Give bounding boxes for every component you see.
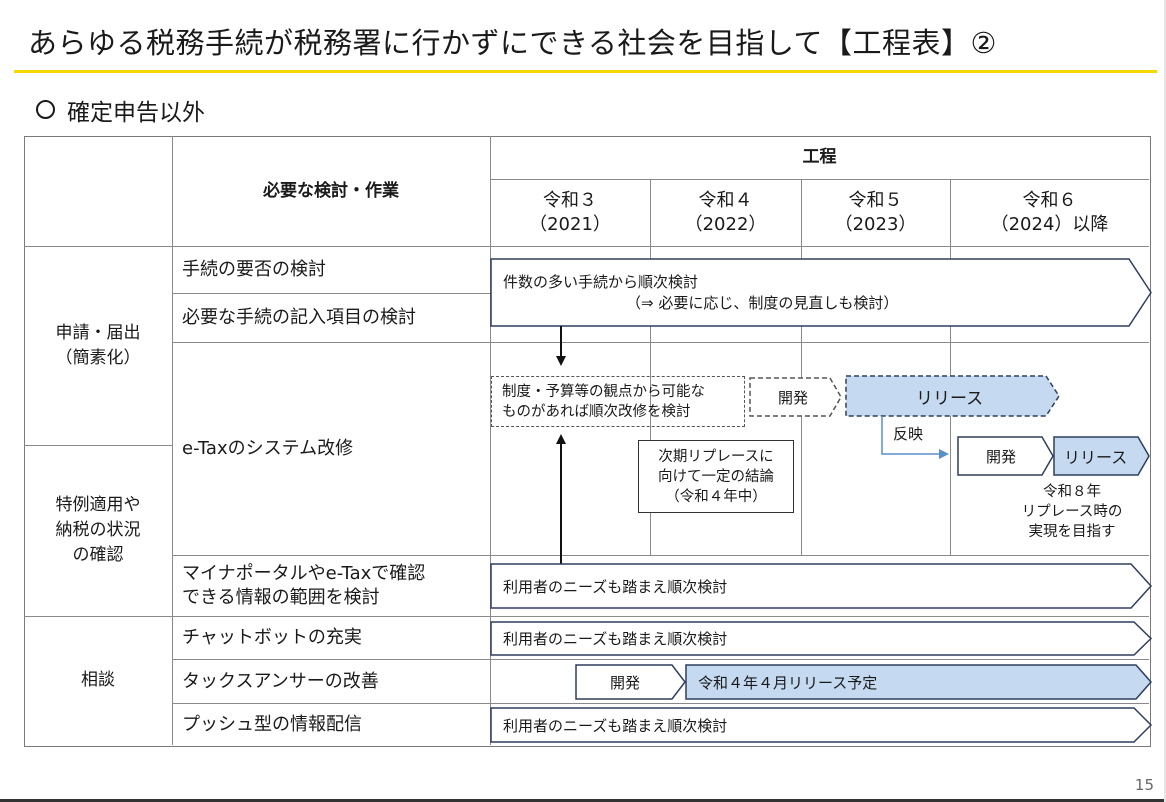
arrow-shape — [575, 664, 686, 700]
reflect-label: 反映 — [893, 425, 924, 443]
arrow-shape — [749, 377, 842, 417]
bar-text: 開発 — [986, 447, 1017, 466]
arrow-shape — [957, 436, 1054, 476]
arrow-shape — [490, 707, 1153, 743]
release-arrow: リリース — [845, 375, 1060, 417]
year-header: 令和４（2022） — [684, 189, 767, 235]
year-header: 令和６（2024）以降 — [990, 189, 1109, 235]
roadmap-table: 必要な検討・作業 工程 令和３（2021） 令和４（2022） 令和５（2023… — [24, 136, 1153, 747]
bar-text: 件数の多い手続から順次検討 — [503, 272, 699, 291]
reflect-arrow-icon — [881, 416, 949, 459]
task-cell: 手続の要否の検討 — [182, 259, 326, 280]
grid-line — [650, 179, 651, 556]
category-cell: 申請・届出（簡素化） — [55, 322, 141, 368]
grid-line — [172, 659, 1149, 660]
year-header: 令和３（2021） — [529, 189, 611, 235]
arrow-shape — [490, 258, 1152, 327]
arrow-shape — [845, 375, 1060, 417]
section-heading-text: 確定申告以外 — [67, 100, 205, 126]
grid-line — [490, 179, 1149, 180]
bar-text: 開発 — [610, 673, 641, 692]
bar-text: リリース — [916, 388, 984, 409]
release-arrow: 令和４年４月リリース予定 — [685, 664, 1153, 700]
replace-note: 令和８年リプレース時の実現を目指す — [1021, 484, 1123, 540]
right-border — [1164, 0, 1166, 802]
category-cell: 相談 — [81, 670, 115, 690]
task-cell: 必要な手続の記入項目の検討 — [182, 307, 416, 328]
task-cell: マイナポータルやe-Taxで確認できる情報の範囲を検討 — [182, 562, 426, 608]
grid-line — [172, 293, 490, 294]
arrow-shape — [685, 664, 1153, 700]
task-cell: e-Taxのシステム改修 — [182, 438, 354, 459]
grid-line — [490, 136, 491, 745]
section-heading: 確定申告以外 — [36, 93, 205, 127]
bottom-border — [0, 799, 1166, 802]
grid-line — [172, 703, 1149, 704]
category-cell: 特例適用や納税の状況の確認 — [55, 495, 141, 565]
up-arrow-icon — [556, 434, 566, 566]
dev-arrow: 開発 — [749, 377, 842, 417]
schedule-arrow-bar: 利用者のニーズも踏まえ順次検討 — [490, 707, 1153, 743]
arrow-shape — [490, 621, 1153, 656]
review-box: 制度・予算等の観点から可能なものがあれば順次改修を検討 — [491, 376, 745, 427]
grid-line — [801, 179, 802, 556]
page-number: 15 — [1134, 776, 1154, 794]
title-underline — [14, 70, 1157, 73]
task-cell: プッシュ型の情報配信 — [182, 713, 362, 735]
conclusion-box: 次期リプレースに向けて一定の結論（令和４年中） — [638, 440, 794, 513]
schedule-column-header: 工程 — [802, 147, 837, 167]
year-header: 令和５（2023） — [834, 189, 917, 235]
arrow-shape — [490, 563, 1153, 609]
bar-text: （⇒ 必要に応じ、制度の見直しも検討） — [626, 293, 899, 312]
bar-text: 開発 — [778, 388, 809, 407]
grid-line — [172, 342, 1149, 343]
grid-line — [24, 616, 1149, 617]
schedule-arrow-bar: 利用者のニーズも踏まえ順次検討 — [490, 563, 1153, 609]
task-column-header: 必要な検討・作業 — [263, 180, 399, 201]
bar-text: 令和４年４月リリース予定 — [698, 673, 878, 692]
release-arrow: リリース — [1053, 436, 1150, 476]
table-border — [24, 136, 1151, 747]
grid-line — [950, 179, 951, 556]
dev-arrow: 開発 — [575, 664, 686, 700]
schedule-arrow-bar: 利用者のニーズも踏まえ順次検討 — [490, 621, 1153, 656]
bar-text: 利用者のニーズも踏まえ順次検討 — [503, 630, 728, 648]
grid-line — [172, 136, 173, 745]
grid-line — [24, 445, 172, 446]
schedule-arrow-bar: 件数の多い手続から順次検討 （⇒ 必要に応じ、制度の見直しも検討） — [490, 258, 1152, 327]
down-arrow-icon — [556, 326, 566, 366]
grid-line — [24, 246, 1149, 247]
slide-title: あらゆる税務手続が税務署に行かずにできる社会を目指して【工程表】② — [28, 26, 998, 60]
task-cell: チャットボットの充実 — [182, 627, 362, 648]
arrow-shape — [1053, 436, 1150, 476]
bar-text: リリース — [1064, 448, 1128, 467]
task-cell: タックスアンサーの改善 — [182, 670, 379, 692]
circle-bullet-icon — [36, 100, 55, 119]
bar-text: 利用者のニーズも踏まえ順次検討 — [503, 577, 728, 596]
grid-line — [172, 555, 1149, 556]
bar-text: 利用者のニーズも踏まえ順次検討 — [503, 716, 728, 735]
dev-arrow: 開発 — [957, 436, 1054, 476]
